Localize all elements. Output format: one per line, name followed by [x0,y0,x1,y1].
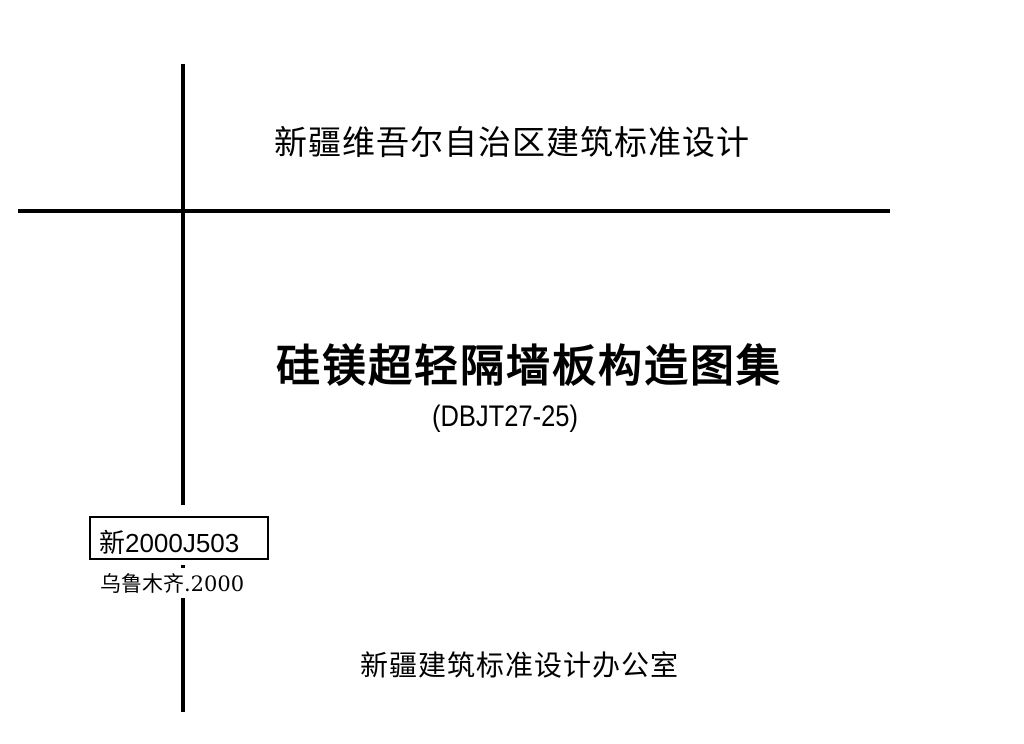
rule-gap [180,568,186,598]
place-year: 乌鲁木齐.2000 [100,572,245,596]
horizontal-rule [18,209,890,213]
atlas-number-box: 新2000J503 [89,516,269,560]
vertical-rule [181,64,185,712]
publisher: 新疆建筑标准设计办公室 [360,649,680,682]
atlas-number: 新2000J503 [99,528,240,558]
document-title: 硅镁超轻隔墙板构造图集 [276,341,782,392]
standard-code: (DBJT27-25) [432,400,578,433]
organization-heading: 新疆维吾尔自治区建筑标准设计 [274,123,750,162]
